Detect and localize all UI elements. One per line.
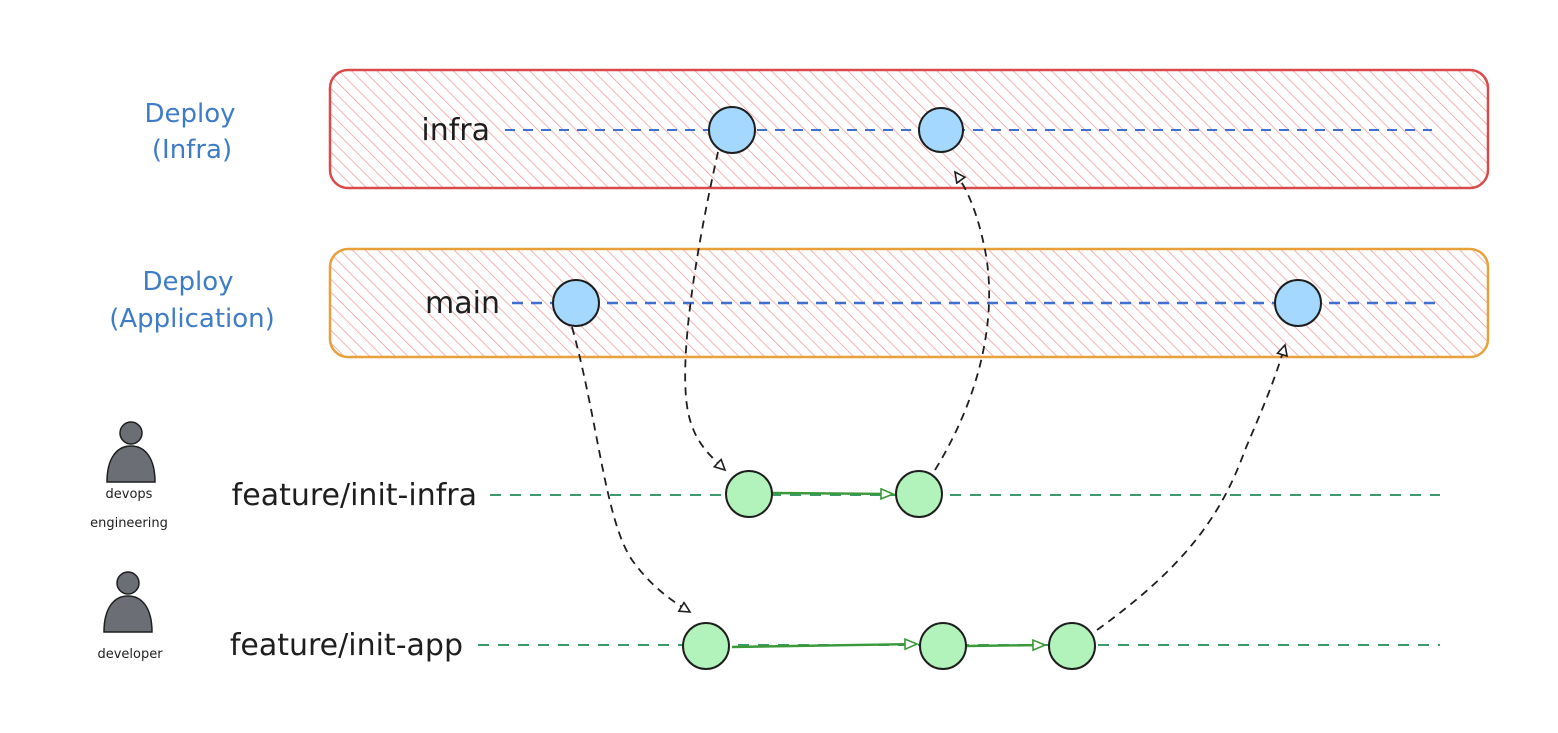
arrow-feature-infra-commit1-to-commit2 xyxy=(771,493,892,494)
arrow-infra-to-feature-infra xyxy=(684,151,725,470)
lane-infra-caption-line1: Deploy xyxy=(144,99,235,129)
lane-deploy-app xyxy=(328,247,1490,359)
commit-feature-infra-1 xyxy=(725,470,773,518)
branch-infra-label: infra xyxy=(421,113,490,148)
branch-main-label: main xyxy=(425,286,500,321)
commit-feature-app-3 xyxy=(1048,622,1096,670)
commit-infra-2 xyxy=(918,107,964,153)
arrow-main-to-feature-app xyxy=(571,326,690,612)
arrow-feature-infra-to-infra xyxy=(934,172,991,471)
commit-feature-app-2 xyxy=(919,622,967,670)
arrow-feature-app-to-main xyxy=(1096,345,1285,631)
lane-app-box xyxy=(328,247,1490,359)
branch-feature-infra-label: feature/init-infra xyxy=(232,478,477,513)
commit-feature-infra-2 xyxy=(895,470,943,518)
commit-main-1 xyxy=(552,279,600,327)
lane-app-caption-line1: Deploy xyxy=(142,267,233,297)
role-devops-line2: engineering xyxy=(90,516,168,531)
person-icon xyxy=(103,571,153,633)
lane-app-caption-line2: (Application) xyxy=(109,304,275,334)
commit-infra-1 xyxy=(708,106,756,154)
lane-infra-caption-line2: (Infra) xyxy=(152,135,232,165)
commit-feature-app-1 xyxy=(682,622,730,670)
role-developer-label: developer xyxy=(97,647,163,662)
arrow-feature-app-commit1-to-commit2 xyxy=(731,644,916,647)
role-devops-line1: devops xyxy=(106,487,153,502)
branch-feature-app-label: feature/init-app xyxy=(230,628,463,663)
arrow-feature-app-commit2-to-commit3 xyxy=(966,645,1044,646)
commit-main-2 xyxy=(1274,279,1322,327)
person-icon xyxy=(106,421,156,483)
